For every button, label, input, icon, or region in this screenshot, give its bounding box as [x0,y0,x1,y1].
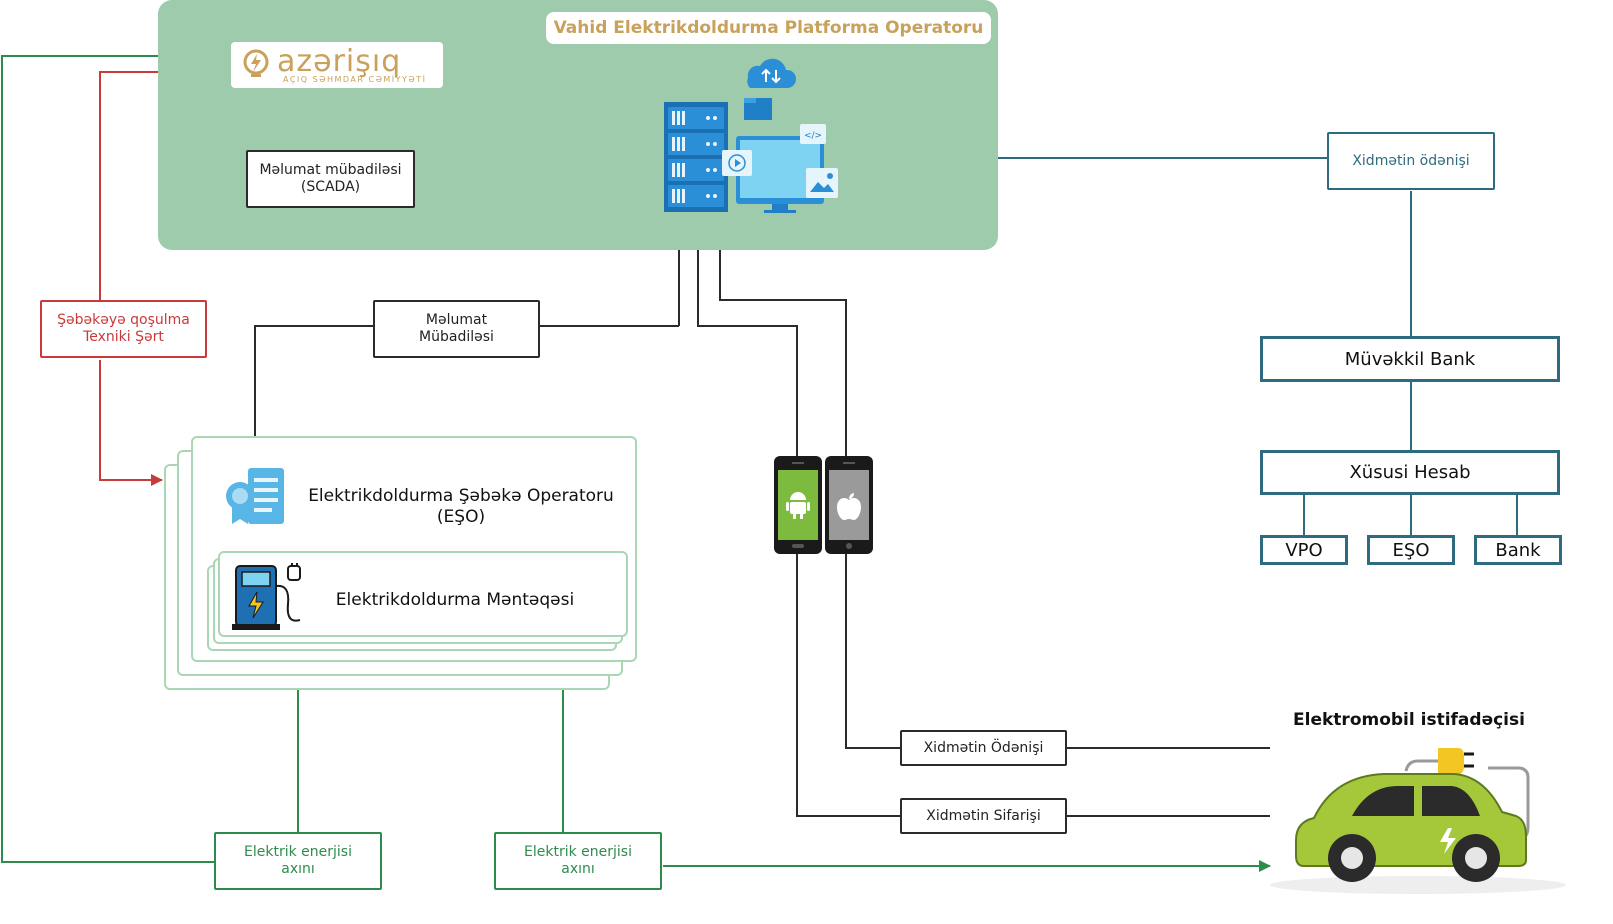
split-eso-box: EŞO [1367,535,1455,565]
eso-title: Elektrikdoldurma Şəbəkə Operatoru (EŞO) [308,486,614,527]
special-account-box: Xüsusi Hesab [1260,450,1560,495]
server-platform-icon: </> [664,58,838,213]
apple-icon [837,493,861,520]
charging-station-icon [232,563,301,630]
energy-loop-line [1,50,227,863]
ev-user-title: Elektromobil istifadəçisi [1293,710,1525,730]
lightbulb-icon [243,49,269,77]
scada-box: Məlumat mübadiləsi (SCADA) [246,150,415,208]
tech-cond-line-down [99,360,163,486]
mobile-apps-icon [774,456,873,554]
logo-name: azərişıq [277,44,402,79]
payment-line [715,219,847,458]
authorized-bank-box: Müvəkkil Bank [1260,336,1560,382]
grid-connection-box: Şəbəkəyə qoşulma Texniki Şərt [40,300,207,358]
service-payment-top-box: Xidmətin ödənişi [1327,132,1495,190]
platform-title: Vahid Elektrikdoldurma Platforma Operato… [546,12,991,44]
electric-car-icon [1270,748,1566,894]
energy-flow-box-left: Elektrik enerjisi axını [214,832,382,890]
energy-flow-box-right: Elektrik enerjisi axını [494,832,662,890]
split-bank-box: Bank [1474,535,1562,565]
order-line [693,219,798,458]
svg-text:</>: </> [804,131,822,141]
android-icon [786,492,810,519]
station-card [218,551,628,637]
service-payment-box: Xidmətin Ödənişi [900,730,1067,766]
service-order-box: Xidmətin Sifarişi [900,798,1067,834]
data-exchange-box: Məlumat Mübadiləsi [373,300,540,358]
station-title: Elektrikdoldurma Məntəqəsi [335,590,575,610]
split-vpo-box: VPO [1260,535,1348,565]
certificate-document-icon [226,468,284,524]
logo-subtitle: AÇIQ SƏHMDAR CƏMİYYƏTİ [283,75,427,84]
azerishiq-logo: azərişıq AÇIQ SƏHMDAR CƏMİYYƏTİ [231,42,443,88]
